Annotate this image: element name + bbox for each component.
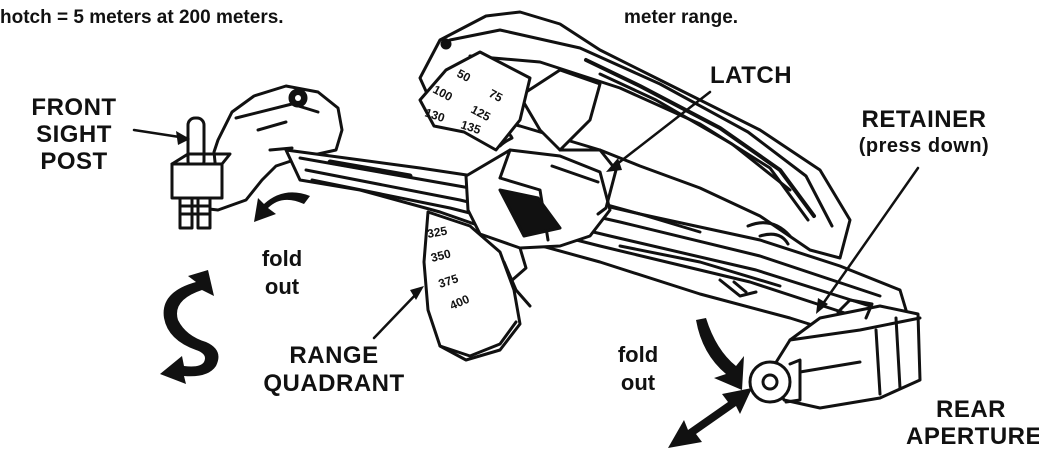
double-arrow-rear-icon bbox=[668, 388, 752, 448]
rear-aperture-label: REAR APERTURE bbox=[906, 396, 1039, 450]
range-quadrant-line: RANGE bbox=[289, 342, 379, 369]
fold-arrow-front-icon bbox=[254, 192, 310, 222]
retainer-title: RETAINER bbox=[861, 106, 987, 133]
retainer-leader bbox=[818, 166, 920, 310]
rear-aperture-line: REAR bbox=[935, 396, 1006, 423]
upper-housing bbox=[418, 10, 852, 260]
s-double-arrow-icon bbox=[160, 270, 219, 384]
range-mark: 375 bbox=[437, 271, 461, 291]
range-mark: 325 bbox=[426, 224, 448, 241]
range-mark: 130 bbox=[423, 106, 447, 126]
range-mark: 350 bbox=[429, 246, 452, 265]
leader-arrowheads bbox=[176, 131, 828, 314]
front-sight-post-line: POST bbox=[40, 148, 108, 175]
range-mark: 50 bbox=[455, 66, 474, 85]
fold-out-left-label: fold out bbox=[246, 248, 318, 298]
quadrant-leader bbox=[372, 288, 422, 340]
retainer-note: (press down) bbox=[858, 135, 990, 157]
fold-out-line: out bbox=[264, 274, 300, 299]
range-quadrant-label: RANGE QUADRANT bbox=[254, 344, 414, 396]
rear-aperture-line: APERTURE bbox=[906, 423, 1039, 450]
range-quadrant bbox=[418, 50, 532, 362]
latch-label: LATCH bbox=[710, 62, 793, 89]
front-sight-post bbox=[170, 116, 232, 230]
latch-leader bbox=[610, 90, 712, 170]
range-mark: 135 bbox=[459, 118, 483, 138]
fold-arrow-rear-icon bbox=[696, 318, 744, 390]
range-mark: 75 bbox=[487, 86, 506, 105]
front-sight-post-line: FRONT bbox=[31, 94, 117, 121]
rear-aperture-block bbox=[748, 298, 922, 410]
retainer-label: RETAINER (press down) bbox=[836, 106, 1012, 157]
front-sight-post-line: SIGHT bbox=[36, 121, 112, 148]
fold-out-right-label: fold out bbox=[604, 344, 672, 394]
range-quadrant-line: QUADRANT bbox=[263, 370, 405, 397]
fold-out-line: out bbox=[620, 370, 656, 395]
latch-block bbox=[464, 148, 618, 284]
front-sight-arm bbox=[198, 84, 344, 212]
fold-out-line: fold bbox=[261, 246, 303, 271]
caption-top-right: meter range. bbox=[624, 7, 739, 28]
fold-out-line: fold bbox=[617, 342, 659, 367]
front-sight-post-label: FRONT SIGHT POST bbox=[18, 96, 130, 174]
caption-top-left: hotch = 5 meters at 200 meters. bbox=[0, 7, 284, 28]
